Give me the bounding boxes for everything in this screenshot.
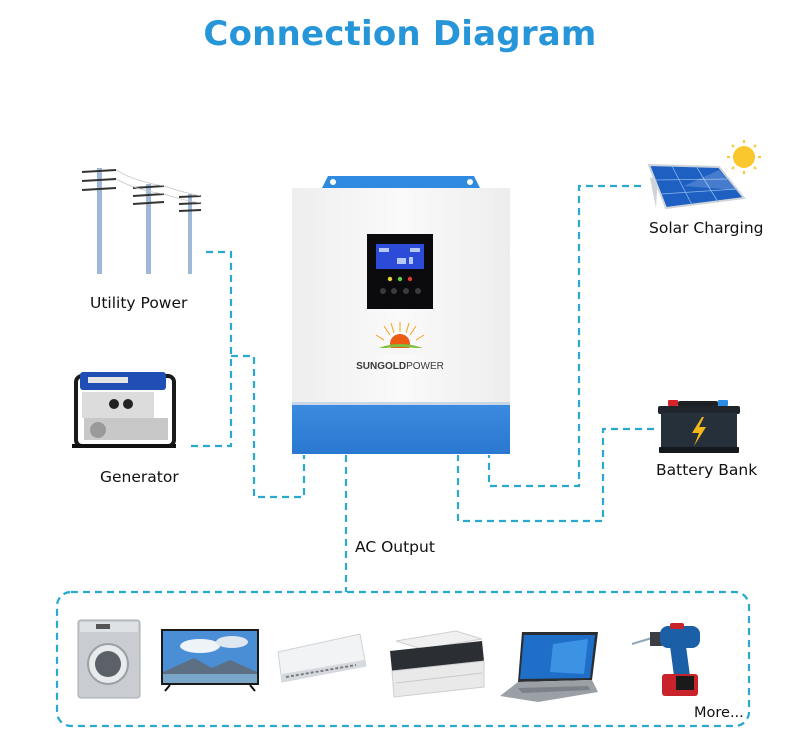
solar-charging-label: Solar Charging [649,219,764,237]
generator-label: Generator [100,468,179,486]
printer-icon [390,630,485,698]
page-title: Connection Diagram [203,14,597,54]
panel-button-down [403,288,409,294]
television-icon [161,629,259,692]
sungold-logo [372,322,430,354]
generator-icon [72,372,176,448]
mounting-bracket [322,176,480,188]
indicator-led-charge [397,276,403,282]
inverter: SUNGOLDPOWER [292,176,510,454]
indicator-led-fault [407,276,413,282]
air-conditioner-icon [277,633,367,683]
utility-power-label: Utility Power [90,294,188,312]
indicator-led-ac [387,276,393,282]
brand-text: SUNGOLDPOWER [356,361,444,372]
washing-machine-icon [77,619,141,699]
battery-bank-icon [658,400,740,453]
panel-button-enter [415,288,421,294]
laptop-icon [500,632,598,702]
ac-output-label: AC Output [355,538,435,556]
lcd-screen [376,244,424,269]
wire-solar [487,184,641,488]
sun-icon [727,140,761,174]
panel-button-up [391,288,397,294]
battery-bank-label: Battery Bank [656,461,758,479]
wire-utility [190,250,233,448]
loads-box [55,590,751,728]
wire-grid-to-inverter [231,354,306,499]
more-loads-label: More... [694,705,744,721]
panel-button-esc [380,288,386,294]
power-drill-icon [631,623,700,696]
utility-power-icon [81,168,202,274]
solar-panel-icon [647,140,761,210]
lightning-icon [692,417,706,446]
